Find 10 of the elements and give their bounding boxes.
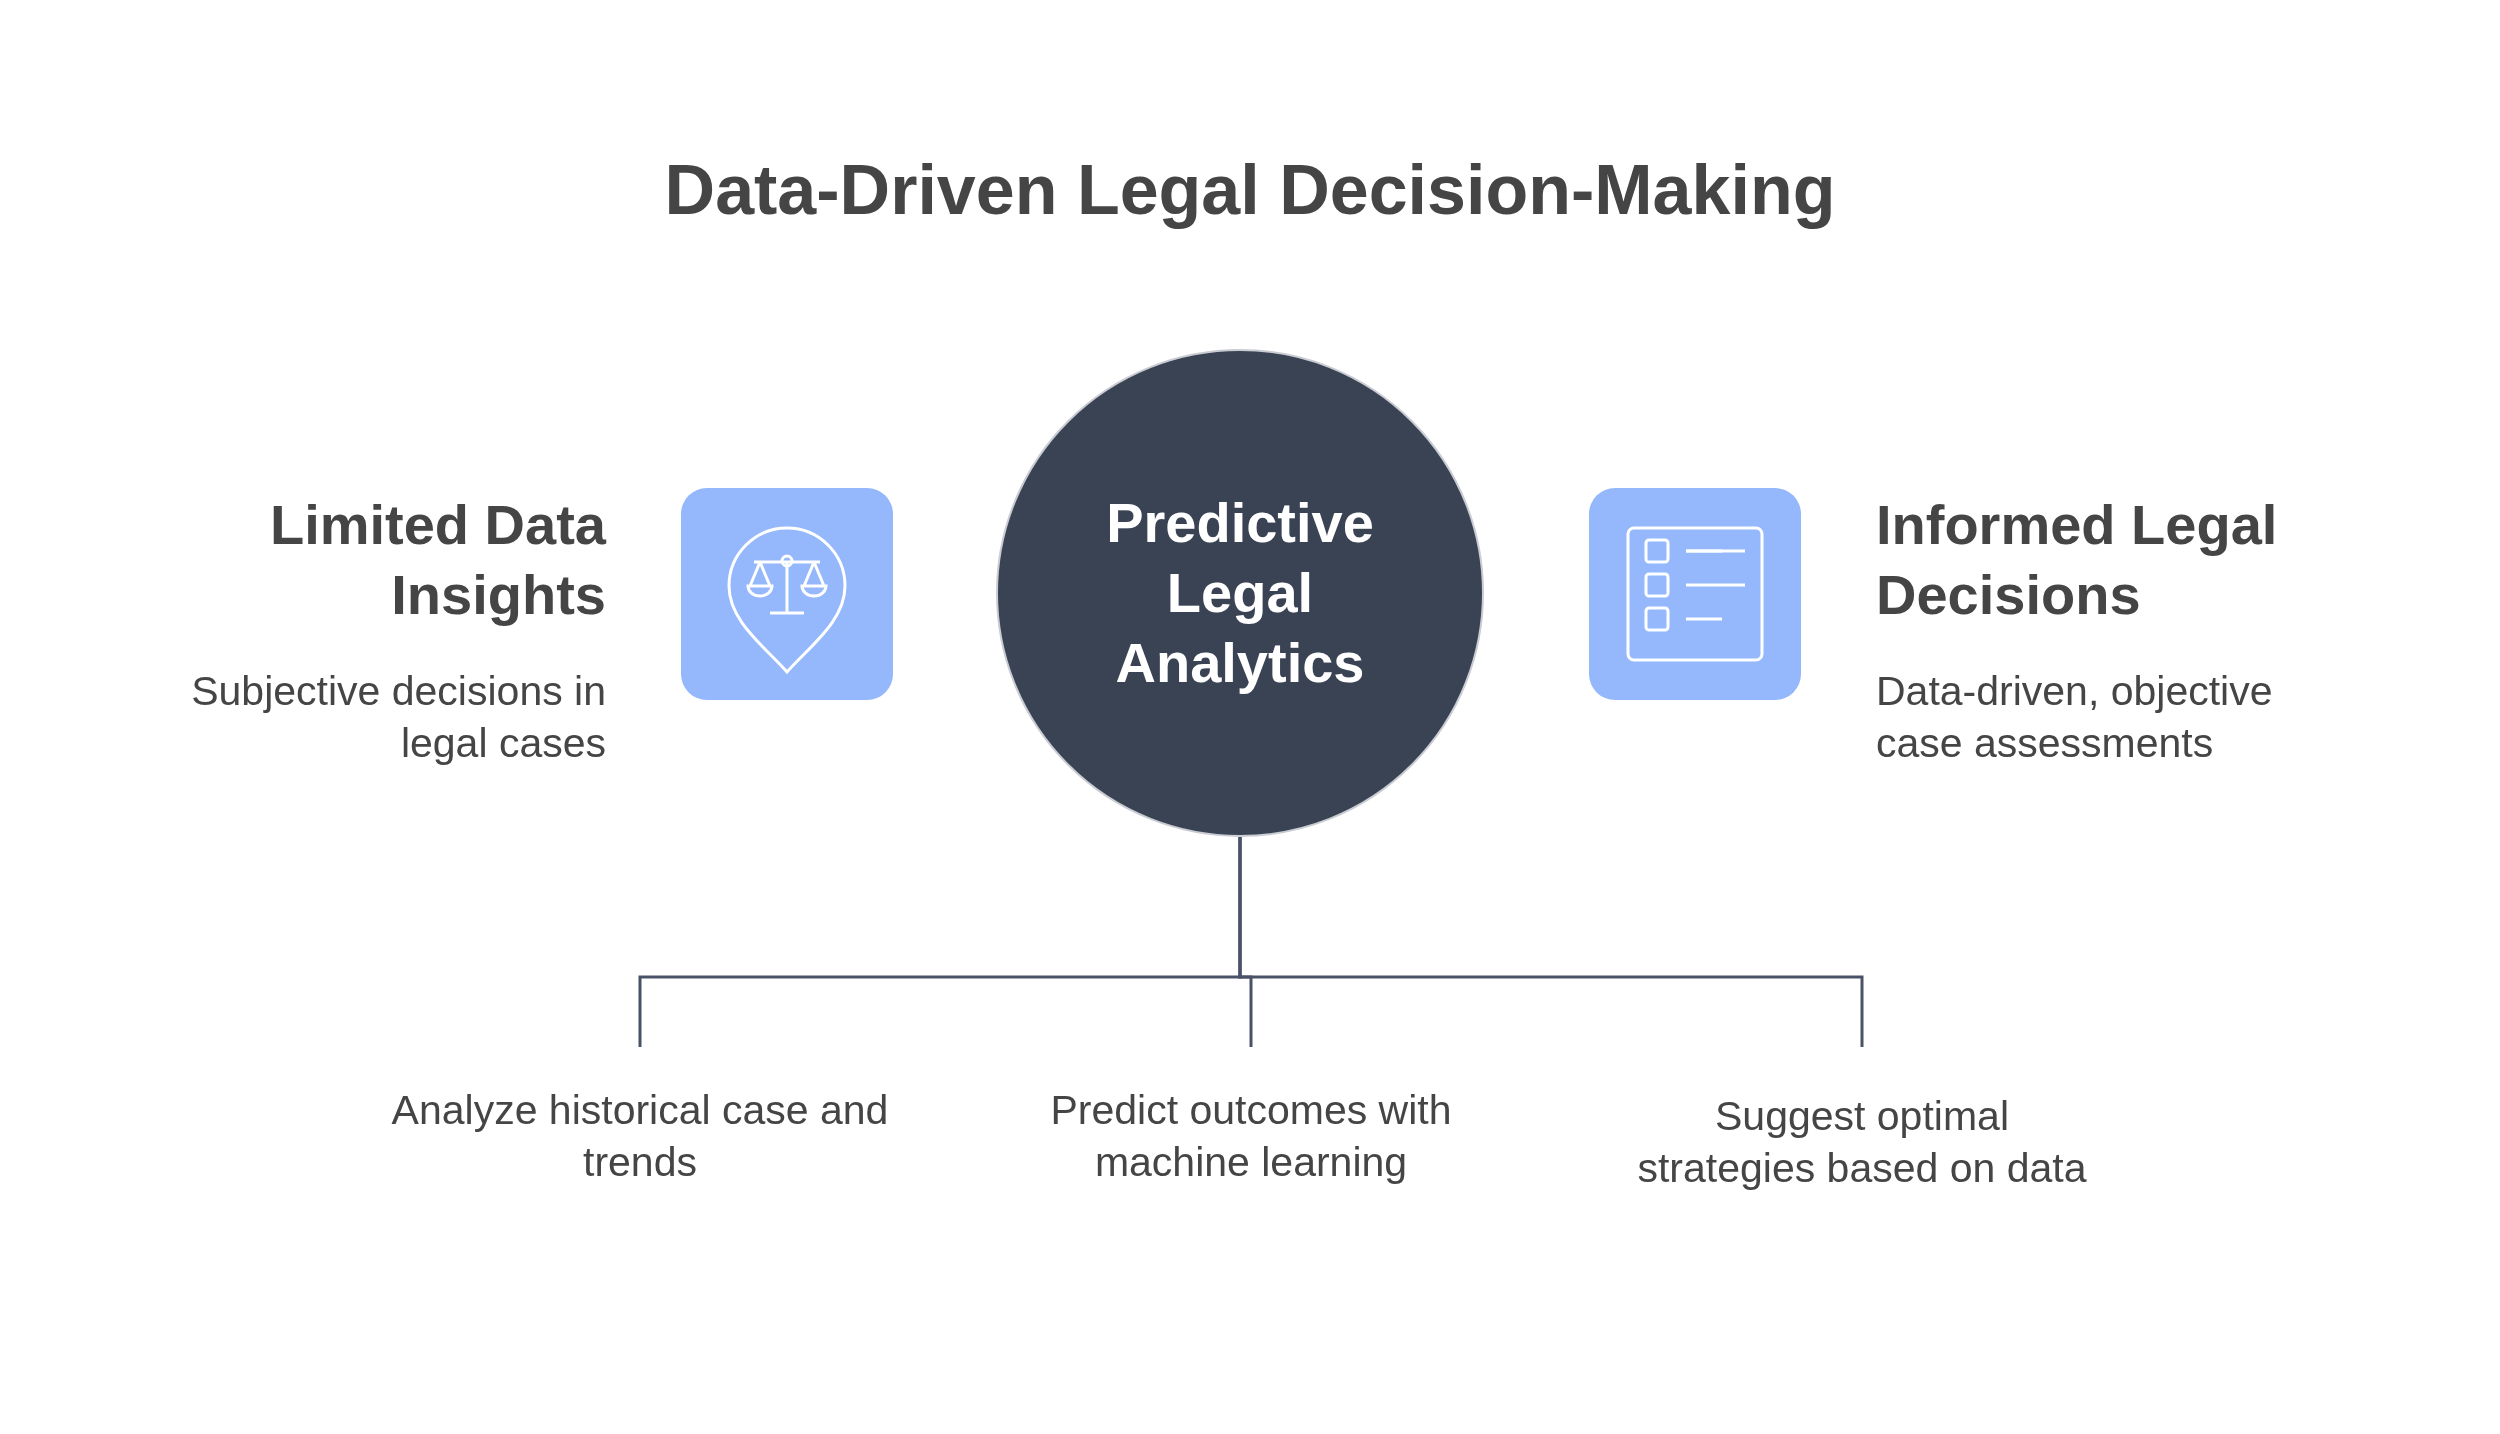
side-description: Data-driven, objective case assessments [1876,667,2274,768]
node-title: Predictive Legal Analytics [1105,490,1375,696]
connector-line [1238,837,1864,1047]
diagram-title: Data-Driven Legal Decision-Making [663,150,1837,231]
step-text: Predict outcomes with machine learning [991,1084,1511,1188]
step-text: Analyze historical case and trends [380,1084,900,1188]
side-heading: Informed Legal Decisions [1876,492,2279,628]
side-description: Subjective decisions in legal cases [190,667,606,768]
step-text: Suggest optimal strategies based on data [1632,1090,2092,1194]
side-heading: Limited Data Insights [268,492,606,628]
